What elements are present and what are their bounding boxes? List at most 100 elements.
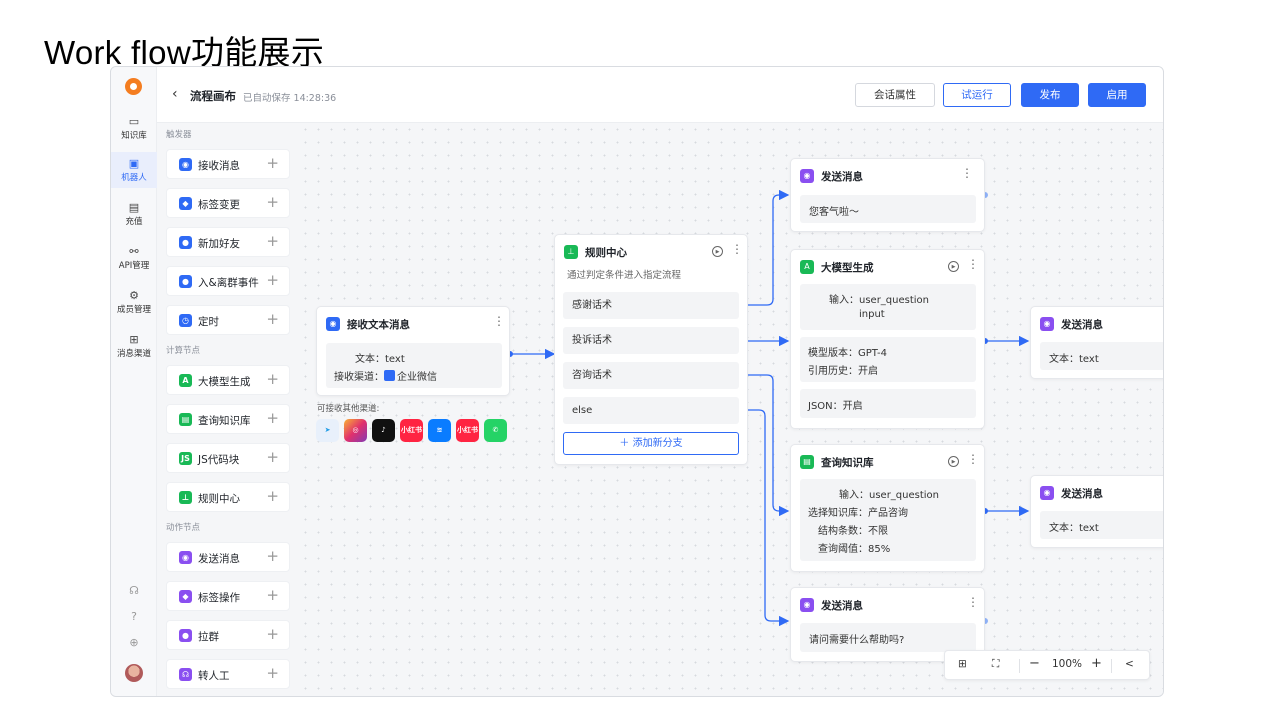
node-send-message-help[interactable]: ◉发送消息 ⋮ 请问需要什么帮助吗?	[790, 587, 985, 662]
whatsapp-icon[interactable]: ✆	[484, 419, 507, 442]
folder-icon: ▭	[128, 115, 140, 128]
lark-icon[interactable]: ➤	[316, 419, 339, 442]
run-node-icon[interactable]: ▶	[948, 261, 959, 272]
add-icon[interactable]: +	[266, 448, 279, 466]
add-icon[interactable]: +	[266, 586, 279, 604]
palette-item-receive-message[interactable]: ◉接收消息+	[166, 149, 290, 179]
hierarchy-icon: ⊥	[564, 245, 578, 259]
more-menu-icon[interactable]: ⋮	[967, 452, 979, 466]
add-icon[interactable]: +	[266, 547, 279, 565]
branch-complaint[interactable]: 投诉话术	[563, 327, 739, 354]
messenger-icon[interactable]: ≋	[428, 419, 451, 442]
zoom-in-icon[interactable]: +	[1091, 656, 1102, 671]
top-header: ‹ 流程画布 已自动保存 14:28:36 会话属性 试运行 发布 启用	[157, 67, 1163, 123]
robot-icon: ▣	[128, 157, 140, 170]
autosave-status: 已自动保存 14:28:36	[243, 93, 337, 104]
section-trigger: 触发器	[166, 130, 192, 140]
add-branch-button[interactable]: ＋ 添加新分支	[563, 432, 739, 455]
section-compute: 计算节点	[166, 346, 201, 356]
palette-item-transfer-human[interactable]: ☊转人工+	[166, 659, 290, 689]
tiktok-icon[interactable]: ♪	[372, 419, 395, 442]
palette-item-knowledge-query[interactable]: ▤查询知识库+	[166, 404, 290, 434]
node-palette: 触发器 ◉接收消息+ ◆标签变更+ ●新加好友+ ●入&离群事件+ ◷定时+ 计…	[157, 123, 299, 696]
session-properties-button[interactable]: 会话属性	[855, 83, 935, 107]
wire-else-to-send	[740, 409, 790, 627]
send-message-icon: ◉	[1040, 317, 1054, 331]
help-icon[interactable]: ?	[131, 610, 137, 623]
collapse-icon[interactable]: <	[1125, 658, 1134, 670]
palette-item-new-friend[interactable]: ●新加好友+	[166, 227, 290, 257]
message-icon: ◉	[179, 158, 192, 171]
zoom-level: 100%	[1052, 658, 1083, 670]
run-node-icon[interactable]: ▶	[948, 456, 959, 467]
globe-icon[interactable]: ⊕	[129, 636, 139, 649]
run-node-icon[interactable]: ▶	[712, 246, 723, 257]
palette-item-tag-operation[interactable]: ◆标签操作+	[166, 581, 290, 611]
add-icon[interactable]: +	[266, 232, 279, 250]
add-icon[interactable]: +	[266, 310, 279, 328]
branch-else[interactable]: else	[563, 397, 739, 424]
branch-consult[interactable]: 咨询话术	[563, 362, 739, 389]
palette-item-send-message[interactable]: ◉发送消息+	[166, 542, 290, 572]
zoom-out-icon[interactable]: −	[1029, 656, 1040, 671]
rail-item-knowledge[interactable]: ▭知识库	[111, 113, 157, 145]
node-send-message-thanks[interactable]: ◉发送消息 ⋮ 您客气啦～	[790, 158, 985, 232]
instagram-icon[interactable]: ◎	[344, 419, 367, 442]
more-menu-icon[interactable]: ⋮	[731, 242, 743, 256]
branch-thanks[interactable]: 感谢话术	[563, 292, 739, 319]
more-menu-icon[interactable]: ⋮	[967, 257, 979, 271]
add-icon[interactable]: +	[266, 193, 279, 211]
flow-canvas[interactable]: ◉接收文本消息 ⋮ 文本：text 接收渠道：企业微信 可接收其他渠道: ➤ ◎…	[299, 123, 1163, 696]
add-icon[interactable]: +	[266, 409, 279, 427]
rule-description: 通过判定条件进入指定流程	[567, 270, 682, 281]
palette-item-timer[interactable]: ◷定时+	[166, 305, 290, 335]
xiaohongshu-icon[interactable]: 小红书	[400, 419, 423, 442]
back-chevron-icon[interactable]: ‹	[172, 86, 178, 102]
add-icon[interactable]: +	[266, 664, 279, 682]
send-message-icon: ◉	[800, 169, 814, 183]
node-rule-center[interactable]: ⊥规则中心 ▶ ⋮ 通过判定条件进入指定流程 感谢话术 投诉话术 咨询话术 el…	[554, 234, 748, 465]
send-message-icon: ◉	[800, 598, 814, 612]
add-icon[interactable]: +	[266, 154, 279, 172]
slide-title: Work flow功能展示	[44, 34, 325, 71]
rail-item-members[interactable]: ⚙成员管理	[111, 289, 157, 319]
more-menu-icon[interactable]: ⋮	[961, 166, 973, 180]
rail-item-api[interactable]: ⚯API管理	[111, 245, 157, 275]
fit-view-icon[interactable]: ⛶	[992, 658, 1000, 670]
node-send-message-kb-result[interactable]: ◉发送消息 文本：text	[1030, 475, 1163, 548]
enable-button[interactable]: 启用	[1088, 83, 1146, 107]
node-knowledge-query[interactable]: ▤查询知识库 ▶ ⋮ 输入：user_question 选择知识库：产品咨询 结…	[790, 444, 985, 572]
palette-item-group-event[interactable]: ●入&离群事件+	[166, 266, 290, 296]
more-menu-icon[interactable]: ⋮	[967, 595, 979, 609]
support-headset-icon[interactable]: ☊	[129, 584, 139, 597]
message-icon: ◉	[326, 317, 340, 331]
palette-item-create-group[interactable]: ●拉群+	[166, 620, 290, 650]
workflow-app-window: ▭知识库 ▣机器人 ▤充值 ⚯API管理 ⚙成员管理 ⊞消息渠道 ☊ ? ⊕ ‹…	[110, 66, 1164, 697]
xiaohongshu-icon[interactable]: 小红书	[456, 419, 479, 442]
rail-item-channels[interactable]: ⊞消息渠道	[111, 333, 157, 363]
more-menu-icon[interactable]: ⋮	[493, 314, 505, 328]
palette-item-tag-change[interactable]: ◆标签变更+	[166, 188, 290, 218]
rail-item-robot[interactable]: ▣机器人	[111, 152, 157, 188]
icon-rail: ▭知识库 ▣机器人 ▤充值 ⚯API管理 ⚙成员管理 ⊞消息渠道 ☊ ? ⊕	[111, 67, 157, 696]
send-message-icon: ◉	[179, 551, 192, 564]
node-send-message-llm-result[interactable]: ◉发送消息 文本：text	[1030, 306, 1163, 379]
rail-item-recharge[interactable]: ▤充值	[111, 201, 157, 231]
add-icon[interactable]: +	[266, 487, 279, 505]
node-receive-text[interactable]: ◉接收文本消息 ⋮ 文本：text 接收渠道：企业微信	[316, 306, 510, 396]
grid-layout-icon[interactable]: ⊞	[958, 658, 967, 670]
hierarchy-icon: ⊥	[179, 491, 192, 504]
test-run-button[interactable]: 试运行	[943, 83, 1011, 107]
add-icon[interactable]: +	[266, 625, 279, 643]
publish-button[interactable]: 发布	[1021, 83, 1079, 107]
avatar[interactable]	[125, 664, 143, 682]
users-icon: ●	[179, 236, 192, 249]
wire-consult-to-kb	[740, 374, 790, 517]
palette-item-rule-center[interactable]: ⊥规则中心+	[166, 482, 290, 512]
members-gear-icon: ⚙	[129, 289, 139, 302]
add-icon[interactable]: +	[266, 370, 279, 388]
add-icon[interactable]: +	[266, 271, 279, 289]
